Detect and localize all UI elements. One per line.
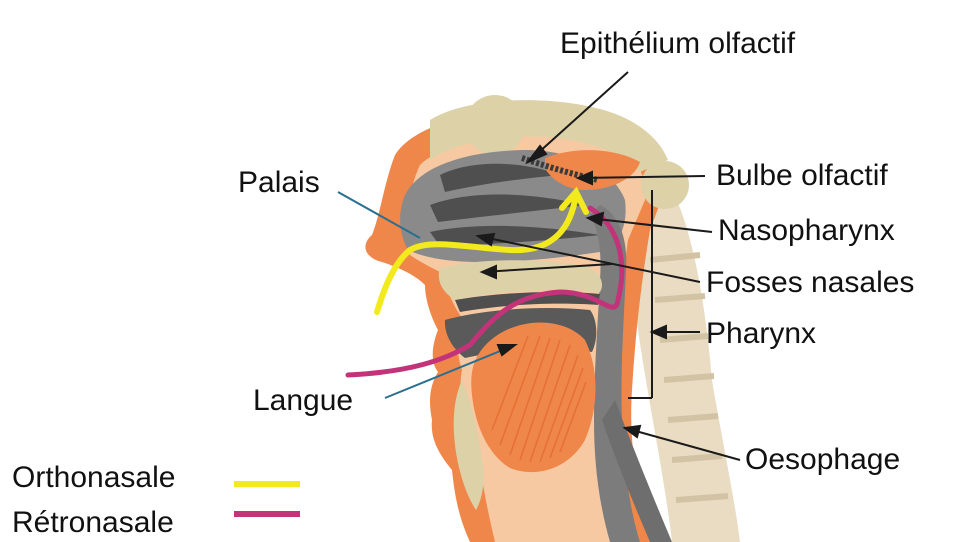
- sinus-bone: [465, 95, 525, 155]
- label-fosses-nasales: Fosses nasales: [706, 266, 914, 299]
- legend-label-orthonasale: Orthonasale: [12, 461, 175, 494]
- label-oesophage: Oesophage: [745, 443, 900, 476]
- label-palais: Palais: [238, 166, 320, 199]
- sphenoid-bone: [641, 161, 689, 209]
- label-epithelium-olfactif: Epithélium olfactif: [560, 27, 796, 60]
- label-langue: Langue: [253, 384, 353, 417]
- legend: Orthonasale Rétronasale: [12, 461, 300, 539]
- legend-label-retronasale: Rétronasale: [12, 506, 174, 539]
- head-anatomy: [365, 95, 740, 542]
- label-bulbe-olfactif: Bulbe olfactif: [716, 159, 888, 192]
- label-pharynx: Pharynx: [706, 317, 816, 350]
- label-nasopharynx: Nasopharynx: [718, 214, 895, 247]
